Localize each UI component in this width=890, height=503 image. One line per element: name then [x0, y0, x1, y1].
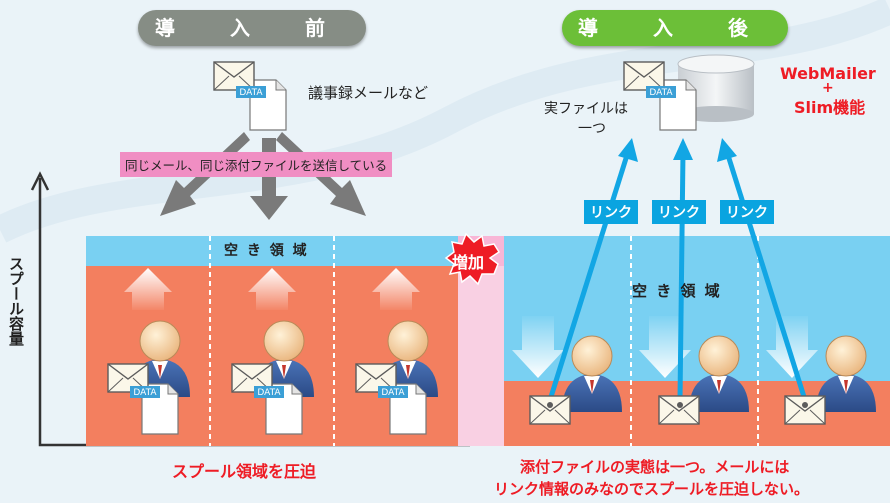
- file-note-line2: 一つ: [578, 121, 606, 137]
- increase-badge: 増加: [452, 253, 485, 272]
- product-line2: Slim機能: [794, 98, 866, 117]
- free-space-before: 空 き 領 域: [224, 243, 309, 259]
- product-line1: WebMailer: [780, 64, 876, 83]
- svg-text:DATA: DATA: [239, 88, 263, 98]
- link-label-1: リンク: [584, 200, 638, 224]
- svg-text:DATA: DATA: [649, 88, 673, 98]
- after-title-pill: 導 入 後: [562, 10, 788, 46]
- send-note: 同じメール、同じ添付ファイルを送信している: [120, 152, 393, 177]
- free-space-after: 空 き 領 域: [632, 282, 722, 300]
- before-caption: スプール領域を圧迫: [172, 462, 317, 481]
- svg-text:DATA: DATA: [381, 388, 405, 398]
- after-caption-line2: リンク情報のみなのでスプールを圧迫しない。: [494, 480, 810, 498]
- file-note-line1: 実ファイルは: [544, 101, 628, 117]
- link-label-3: リンク: [720, 200, 774, 224]
- after-caption-line1: 添付ファイルの実態は一つ。メールには: [520, 458, 790, 476]
- mail-label: 議事録メールなど: [308, 84, 429, 102]
- y-axis-label: スプール容量: [7, 256, 25, 346]
- link-label-2: リンク: [652, 200, 706, 224]
- svg-text:DATA: DATA: [133, 388, 157, 398]
- before-title-pill: 導 入 前: [138, 10, 366, 46]
- product-plus: +: [822, 80, 834, 96]
- svg-text:DATA: DATA: [257, 388, 281, 398]
